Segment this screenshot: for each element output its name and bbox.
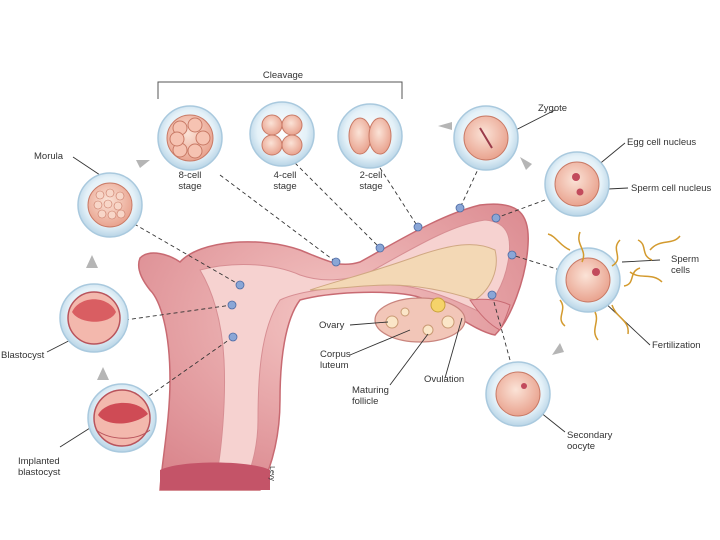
morula-cell — [78, 173, 142, 237]
zygote-cell — [454, 106, 518, 170]
eight-cell-label: 8-cell stage — [166, 170, 214, 192]
cleavage-bracket — [158, 82, 402, 99]
secondary-oocyte-cell — [486, 362, 550, 426]
morula-label: Morula — [34, 151, 63, 162]
artist-signature: Levy — [266, 466, 277, 481]
fertilization-label: Fertilization — [652, 340, 701, 351]
zygote-label: Zygote — [538, 103, 567, 114]
implanted-blastocyst-cell — [88, 384, 156, 452]
two-cell-label: 2-cell stage — [347, 170, 395, 192]
uterus — [139, 204, 529, 490]
sperm-nucleus-label: Sperm cell nucleus — [631, 183, 711, 194]
cleavage-label: Cleavage — [248, 70, 318, 81]
eight-cell-stage — [158, 106, 222, 170]
blastocyst-label: Blastocyst — [1, 350, 44, 361]
four-cell-stage — [250, 102, 314, 166]
sperm-cells-label: Sperm cells — [671, 254, 699, 276]
blastocyst-cell — [60, 284, 128, 352]
ovulation-label: Ovulation — [424, 374, 464, 385]
secondary-oocyte-label: Secondary oocyte — [567, 430, 612, 452]
ovary-label: Ovary — [319, 320, 344, 331]
fertilized-egg — [545, 152, 609, 216]
ovary — [375, 298, 465, 342]
four-cell-label: 4-cell stage — [261, 170, 309, 192]
two-cell-stage — [338, 104, 402, 168]
maturing-follicle-label: Maturing follicle — [352, 385, 389, 407]
implanted-blastocyst-label: Implanted blastocyst — [18, 456, 60, 478]
fertilization-cell — [556, 248, 620, 312]
corpus-luteum-label: Corpus luteum — [320, 349, 351, 371]
egg-nucleus-label: Egg cell nucleus — [627, 137, 696, 148]
